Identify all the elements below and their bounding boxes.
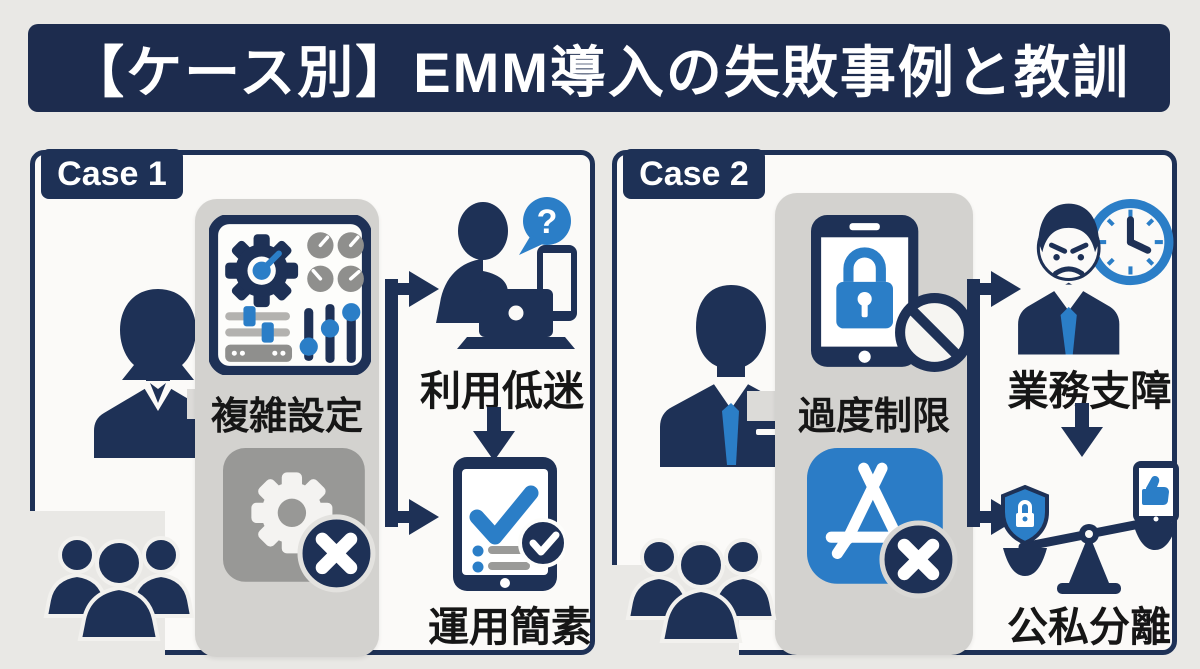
shield-lock-icon <box>1001 484 1049 546</box>
down-arrow-icon <box>1061 403 1103 457</box>
appstore-blocked-icon <box>807 448 958 599</box>
team-users-icon <box>625 538 777 643</box>
case1-panel: Case 1 <box>29 149 595 669</box>
check-badge <box>518 518 565 568</box>
problem-label: 複雑設定 <box>210 396 363 438</box>
balance-scale-icon <box>1001 461 1179 594</box>
flow-arrow-icon <box>385 271 439 535</box>
team-users-icon <box>43 536 195 641</box>
confused-user-devices-icon: ? <box>436 197 577 349</box>
settings-panel-icon <box>209 215 371 375</box>
consequence-label: 業務支障 <box>1007 368 1172 414</box>
question-glyph: ? <box>537 203 558 241</box>
laptop-icon <box>457 289 575 349</box>
lock-icon <box>836 247 893 329</box>
question-bubble-icon: ? <box>519 197 571 255</box>
x-icon <box>897 538 940 581</box>
ban-icon <box>895 292 974 372</box>
tie-icon <box>722 403 739 465</box>
frown <box>1053 266 1085 277</box>
case2-panel: Case 2 <box>611 149 1179 669</box>
case1-label-text: Case 1 <box>57 155 167 193</box>
x-icon <box>315 532 358 575</box>
lesson-label: 運用簡素 <box>428 604 592 650</box>
problem-label: 過度制限 <box>797 396 950 438</box>
lesson-label: 公私分離 <box>1007 604 1171 650</box>
slider-icons <box>225 303 361 363</box>
gear-failure-icon <box>223 448 376 593</box>
page-title: 【ケース別】EMM導入の失敗事例と教訓 <box>68 40 1130 104</box>
left-pan <box>1003 548 1047 576</box>
case2-label: Case 2 <box>623 149 765 199</box>
check-icon <box>469 485 539 545</box>
case1-label: Case 1 <box>41 149 183 199</box>
title-banner: 【ケース別】EMM導入の失敗事例と教訓 <box>28 24 1170 112</box>
tablet-checklist-icon <box>453 457 565 591</box>
case2-label-text: Case 2 <box>639 155 749 193</box>
consequence-label: 利用低迷 <box>420 368 584 414</box>
thumbs-up-phone-icon <box>1133 461 1179 523</box>
down-arrow-icon <box>473 407 515 461</box>
tie-icon <box>1060 306 1077 355</box>
right-pan <box>1133 523 1177 550</box>
phone-lock-icon <box>811 215 974 372</box>
angry-user-icon <box>1018 199 1174 355</box>
businessman-user-icon <box>660 285 802 467</box>
angry-brows <box>1048 242 1089 254</box>
clock-icon <box>1087 199 1174 286</box>
woman-user-icon <box>94 289 222 458</box>
gauge-icons <box>307 232 364 292</box>
